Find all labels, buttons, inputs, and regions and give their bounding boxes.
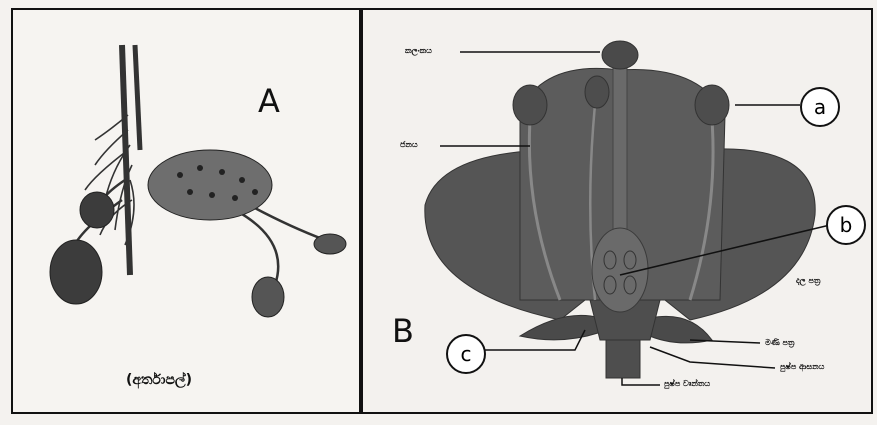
marker-b: b (826, 205, 866, 245)
label-stigma: කලංකය (405, 46, 432, 56)
label-pedicel: පුෂ්ප වෘන්තය (664, 379, 710, 389)
panel-b-letter: B (392, 312, 414, 350)
label-receptacle: පුෂ්ප ආසනය (780, 362, 824, 372)
marker-a: a (800, 87, 840, 127)
panel-a-letter: A (258, 82, 280, 120)
label-petal: දල පත්‍ර (796, 276, 820, 286)
label-style: ජනය (400, 140, 418, 150)
marker-c: c (446, 334, 486, 374)
label-sepal: මණි පත්‍ර (765, 338, 794, 348)
panel-a-caption: (අර්තාපල්) (126, 372, 192, 388)
